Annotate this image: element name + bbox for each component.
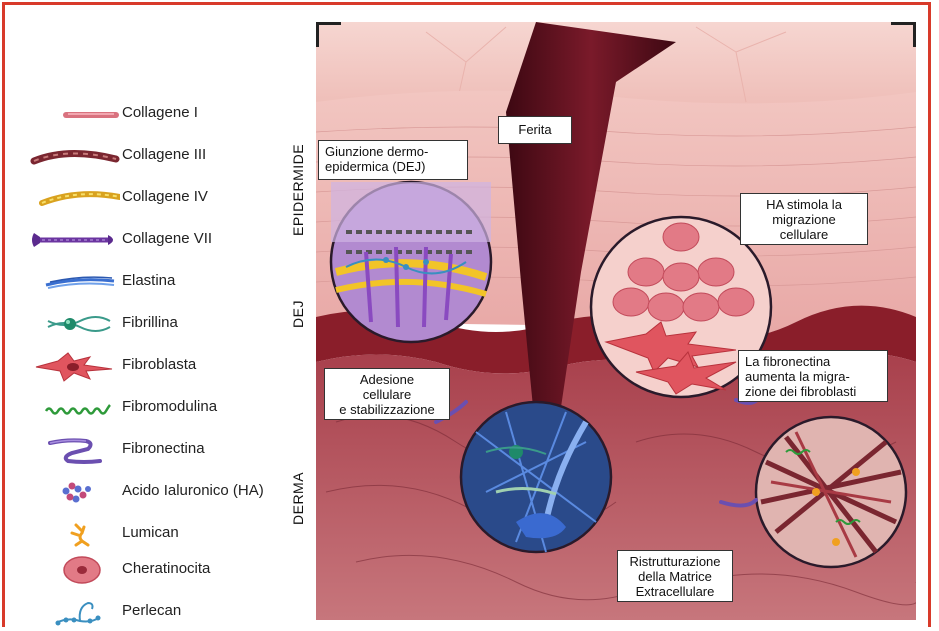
legend-item-fibromodulin: Fibromodulina: [0, 389, 300, 427]
callout-text: HA stimola la: [747, 197, 861, 212]
legend-label: Cheratinocita: [122, 560, 210, 577]
legend-item-collagen-iv: Collagene IV: [0, 179, 300, 217]
collagen-iv-icon: [28, 179, 120, 217]
legend-label: Fibrillina: [122, 314, 178, 331]
legend-label: Collagene VII: [122, 230, 212, 247]
legend-item-fibrillin: Fibrillina: [0, 305, 300, 343]
callout-dej: Giunzione dermo- epidermica (DEJ): [318, 140, 468, 180]
callout-text: cellulare: [747, 227, 861, 242]
legend-item-lumican: Lumican: [0, 515, 300, 553]
dej-magnified-circle: [331, 182, 491, 342]
legend-item-fibroblast: Fibroblasta: [0, 347, 300, 385]
callout-text: della Matrice: [624, 569, 726, 584]
legend-label: Fibromodulina: [122, 398, 217, 415]
legend-label: Fibronectina: [122, 440, 205, 457]
collagen-vii-icon: [28, 221, 120, 259]
skin-layers-drawing: [316, 22, 916, 620]
layer-label-dej: DEJ: [290, 300, 306, 328]
callout-ha: HA stimola la migrazione cellulare: [740, 193, 868, 245]
callout-text: e stabilizzazione: [331, 402, 443, 417]
callout-text: cellulare: [331, 387, 443, 402]
corner-bracket: [316, 22, 341, 47]
fibromodulin-icon: [28, 389, 120, 427]
callout-ecm: Ristrutturazione della Matrice Extracell…: [617, 550, 733, 602]
legend-label: Perlecan: [122, 602, 181, 619]
legend-label: Collagene IV: [122, 188, 208, 205]
lumican-icon: [28, 515, 120, 553]
dermis-magnified-circle: [461, 402, 611, 552]
legend-item-fibronectin: Fibronectina: [0, 431, 300, 469]
legend-label: Collagene III: [122, 146, 206, 163]
hyaluronic-acid-icon: [28, 473, 120, 511]
callout-text: aumenta la migra-: [745, 369, 881, 384]
corner-bracket: [891, 22, 916, 47]
fibrillin-icon: [28, 305, 120, 343]
legend-item-collagen-i: Collagene I: [0, 95, 300, 133]
legend-label: Acido Ialuronico (HA): [122, 482, 264, 499]
ecm-magnified-circle: [756, 417, 906, 567]
callout-adhesion: Adesione cellulare e stabilizzazione: [324, 368, 450, 420]
legend-item-elastin: Elastina: [0, 263, 300, 301]
legend-item-keratinocyte: Cheratinocita: [0, 551, 300, 589]
legend-item-collagen-vii: Collagene VII: [0, 221, 300, 259]
callout-text: Ristrutturazione: [624, 554, 726, 569]
legend-label: Lumican: [122, 524, 179, 541]
callout-text: Giunzione dermo-: [325, 144, 461, 159]
callout-text: Extracellulare: [624, 584, 726, 599]
callout-text: zione dei fibroblasti: [745, 384, 881, 399]
legend-label: Elastina: [122, 272, 175, 289]
callout-text: La fibronectina: [745, 354, 881, 369]
legend-item-collagen-iii: Collagene III: [0, 137, 300, 175]
legend-label: Collagene I: [122, 104, 198, 121]
fibroblast-icon: [28, 347, 120, 385]
fibronectin-icon: [28, 431, 120, 469]
collagen-i-icon: [28, 95, 120, 133]
legend-item-hyaluronic-acid: Acido Ialuronico (HA): [0, 473, 300, 511]
callout-wound: Ferita: [498, 116, 572, 144]
skin-illustration: [316, 22, 916, 620]
collagen-iii-icon: [28, 137, 120, 175]
keratinocyte-icon: [28, 551, 120, 589]
elastin-icon: [28, 263, 120, 301]
callout-text: migrazione: [747, 212, 861, 227]
callout-text: Adesione: [331, 372, 443, 387]
legend-label: Fibroblasta: [122, 356, 196, 373]
layer-label-dermis: DERMA: [290, 472, 306, 525]
callout-text: Ferita: [518, 122, 551, 137]
legend-item-perlecan: Perlecan: [0, 593, 300, 631]
layer-label-epidermis: EPIDERMIDE: [290, 144, 306, 236]
perlecan-icon: [28, 593, 120, 631]
callout-fibronectin: La fibronectina aumenta la migra- zione …: [738, 350, 888, 402]
legend: Collagene I Collagene III Collagene IV C…: [0, 0, 300, 623]
callout-text: epidermica (DEJ): [325, 159, 461, 174]
